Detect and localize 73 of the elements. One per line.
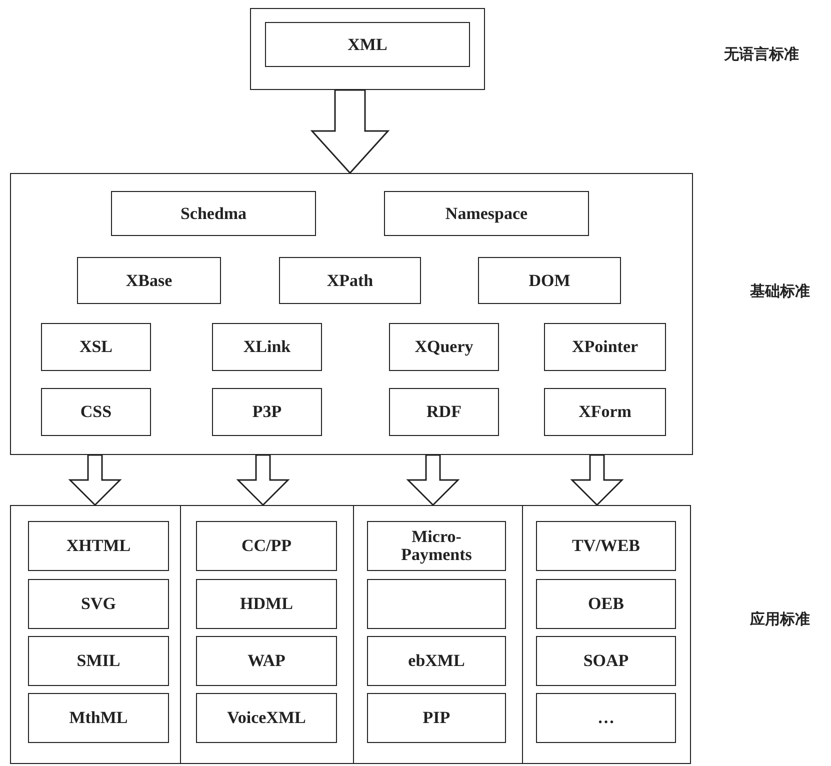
standard-label: SVG (81, 595, 116, 613)
standard-label: SOAP (583, 652, 629, 670)
standard-label: HDML (240, 595, 293, 613)
standard-box (279, 257, 421, 304)
standard-label: CC/PP (241, 537, 292, 555)
standard-label: XLink (243, 338, 291, 356)
standard-box (196, 521, 337, 571)
standard-label: PIP (422, 709, 450, 727)
standard-label: OEB (588, 595, 624, 613)
layer-label: 基础标准 (750, 282, 810, 301)
standard-label: SMIL (76, 652, 120, 670)
standard-label: TV/WEB (572, 537, 640, 555)
standard-box (265, 22, 470, 67)
standard-label: VoiceXML (227, 709, 306, 727)
hollow-arrow (68, 454, 122, 506)
standard-label: XPointer (572, 338, 638, 356)
standard-box (212, 323, 322, 371)
standard-label: Schedma (180, 204, 247, 222)
standard-box (212, 388, 322, 436)
standard-box (196, 636, 337, 686)
hollow-arrow (310, 89, 390, 174)
standard-box (536, 521, 676, 571)
group-panel (250, 8, 485, 90)
hollow-arrow (570, 454, 624, 506)
standard-label: XForm (578, 403, 632, 421)
standard-box (28, 693, 169, 743)
standard-box (544, 388, 666, 436)
standard-box (367, 693, 506, 743)
standard-box (41, 323, 151, 371)
standard-box (111, 191, 316, 236)
group-panel (10, 173, 693, 455)
standard-label: P3P (252, 403, 282, 421)
hollow-arrow (236, 454, 290, 506)
standard-box (389, 388, 499, 436)
standard-box (389, 323, 499, 371)
standard-label: RDF (426, 403, 462, 421)
hollow-arrow (406, 454, 460, 506)
standard-box (196, 693, 337, 743)
standard-box (28, 636, 169, 686)
group-panel (353, 505, 523, 764)
standard-label: XSL (79, 338, 113, 356)
standard-box (478, 257, 621, 304)
standard-label: … (598, 709, 614, 727)
layer-label: 应用标准 (750, 610, 810, 629)
standard-label: ebXML (408, 652, 465, 670)
standard-label: XHTML (66, 537, 131, 555)
standard-box (367, 636, 506, 686)
standard-box (41, 388, 151, 436)
standard-box (77, 257, 221, 304)
standard-box (536, 693, 676, 743)
standard-label: XBase (126, 272, 172, 290)
layer-label: 无语言标准 (724, 45, 799, 64)
standard-box (367, 579, 506, 629)
standard-box (367, 521, 506, 571)
standard-label: DOM (528, 272, 570, 290)
standard-box (384, 191, 589, 236)
standard-label: XML (348, 36, 388, 54)
standard-label: XPath (326, 272, 374, 290)
standard-label: Namespace (445, 204, 528, 222)
group-panel (522, 505, 691, 764)
standard-box (28, 579, 169, 629)
standard-box (196, 579, 337, 629)
group-panel (10, 505, 181, 764)
standard-label: CSS (80, 403, 112, 421)
standard-label: WAP (248, 652, 286, 670)
standard-box (544, 323, 666, 371)
standard-box (536, 579, 676, 629)
standard-label: MthML (69, 709, 128, 727)
standard-label: Micro- Payments (400, 528, 473, 564)
standard-box (536, 636, 676, 686)
standard-label: XQuery (414, 338, 474, 356)
group-panel (180, 505, 354, 764)
standard-box (28, 521, 169, 571)
